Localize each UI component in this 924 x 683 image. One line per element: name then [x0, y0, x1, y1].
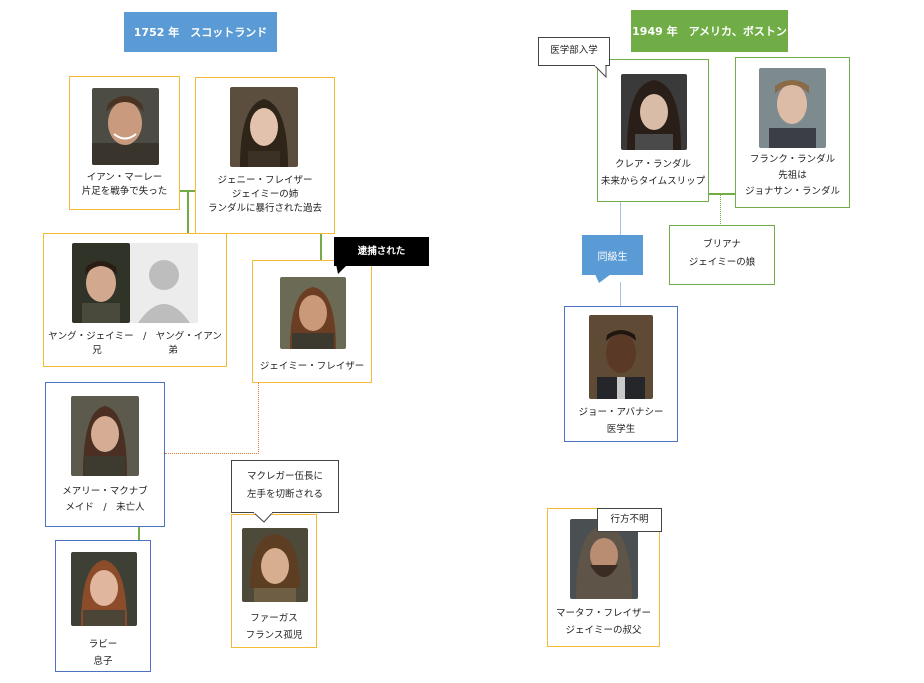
fergus-name: ファーガス: [250, 613, 298, 624]
callout-classmate-tail: [595, 274, 611, 283]
mary-name: メアリー・マクナブ: [62, 486, 148, 497]
photo-frank: [759, 68, 826, 148]
joe-name: ジョー・アバナシー: [578, 407, 664, 418]
photo-young-jamie: [72, 243, 130, 323]
callout-missing: 行方不明: [597, 508, 662, 532]
person-card-fergus[interactable]: ファーガス フランス孤児: [231, 514, 317, 648]
rabbie-note: 息子: [93, 656, 113, 667]
rabbie-name: ラビー: [88, 639, 118, 650]
photo-fergus: [242, 528, 308, 602]
callout-med-school-tail: [594, 65, 607, 78]
jenny-note2: ランダルに暴行された過去: [207, 203, 322, 214]
photo-rabbie: [71, 552, 137, 626]
ian-name: イアン・マーレー: [86, 172, 163, 183]
murtagh-name: マータフ・フレイザー: [555, 608, 651, 619]
callout-med-school: 医学部入学: [538, 37, 610, 66]
callout-fergus-tail: [253, 512, 274, 523]
callout-classmate-label: 同級生: [597, 251, 628, 263]
connector-jamie-mary-h: [165, 453, 259, 454]
connector-to-children: [187, 190, 189, 233]
person-card-brianna[interactable]: ブリアナ ジェイミーの娘: [669, 225, 775, 285]
connector-mary-rabbie: [138, 527, 140, 541]
brianna-name: ブリアナ: [703, 239, 741, 250]
photo-ian: [92, 88, 159, 165]
person-card-rabbie[interactable]: ラビー 息子: [55, 540, 151, 672]
young-names: ヤング・ジェイミー / ヤング・イアン: [48, 331, 222, 342]
connector-claire-classmate: [620, 202, 621, 235]
ian-note: 片足を戦争で失った: [81, 186, 168, 197]
person-card-young-jamie-ian[interactable]: ヤング・ジェイミー / ヤング・イアン 兄 弟: [43, 233, 227, 367]
frank-note1: 先祖は: [778, 170, 807, 181]
person-card-joe[interactable]: ジョー・アバナシー 医学生: [564, 306, 678, 442]
fergus-note: フランス孤児: [245, 630, 303, 641]
jenny-note1: ジェイミーの姉: [231, 189, 299, 200]
photo-joe: [589, 315, 653, 399]
connector-claire-frank: [708, 193, 735, 195]
connector-jenny-jamie: [320, 233, 322, 260]
young-relation: 兄 弟: [92, 345, 178, 356]
joe-note: 医学生: [606, 424, 636, 435]
callout-med-school-label: 医学部入学: [550, 45, 598, 56]
callout-classmate: 同級生: [582, 235, 643, 275]
header-scotland: 1752 年 スコットランド: [124, 12, 277, 52]
mary-note: メイド / 未亡人: [65, 502, 145, 513]
connector-to-brianna: [720, 193, 721, 226]
header-boston: 1949 年 アメリカ、ボストン: [631, 10, 788, 52]
frank-name: フランク・ランダル: [749, 154, 836, 165]
callout-arrested-tail: [336, 264, 348, 274]
callout-arrested-label: 逮捕された: [357, 246, 406, 257]
brianna-note: ジェイミーの娘: [688, 257, 756, 268]
callout-fergus-line1: マクレガー伍長に: [246, 471, 323, 482]
claire-note: 未来からタイムスリップ: [600, 176, 706, 187]
connector-jamie-mary: [258, 383, 259, 454]
photo-murtagh: [570, 519, 638, 599]
header-boston-label: 1949 年 アメリカ、ボストン: [632, 25, 787, 38]
person-card-claire[interactable]: クレア・ランダル 未来からタイムスリップ: [597, 59, 709, 202]
photo-jamie: [280, 277, 346, 349]
photo-mary: [71, 396, 139, 476]
header-scotland-label: 1752 年 スコットランド: [133, 26, 268, 39]
jenny-name: ジェニー・フレイザー: [217, 175, 313, 186]
callout-missing-label: 行方不明: [610, 514, 649, 525]
callout-arrested: 逮捕された: [334, 237, 429, 266]
callout-fergus-line2: 左手を切断される: [246, 489, 323, 500]
person-card-frank[interactable]: フランク・ランダル 先祖は ジョナサン・ランダル: [735, 57, 850, 208]
photo-young-ian-placeholder: [130, 243, 198, 323]
murtagh-note: ジェイミーの叔父: [565, 625, 642, 636]
connector-classmate-joe: [620, 282, 621, 306]
claire-name: クレア・ランダル: [614, 159, 691, 170]
person-card-mary[interactable]: メアリー・マクナブ メイド / 未亡人: [45, 382, 165, 527]
photo-claire: [621, 74, 687, 150]
jamie-name: ジェイミー・フレイザー: [259, 361, 365, 372]
photo-jenny: [230, 87, 298, 167]
frank-note2: ジョナサン・ランダル: [744, 186, 840, 197]
person-card-jamie[interactable]: ジェイミー・フレイザー: [252, 260, 372, 383]
callout-fergus: マクレガー伍長に 左手を切断される: [231, 460, 339, 513]
person-card-jenny[interactable]: ジェニー・フレイザー ジェイミーの姉 ランダルに暴行された過去: [195, 77, 335, 234]
person-card-ian[interactable]: イアン・マーレー 片足を戦争で失った: [69, 76, 180, 210]
